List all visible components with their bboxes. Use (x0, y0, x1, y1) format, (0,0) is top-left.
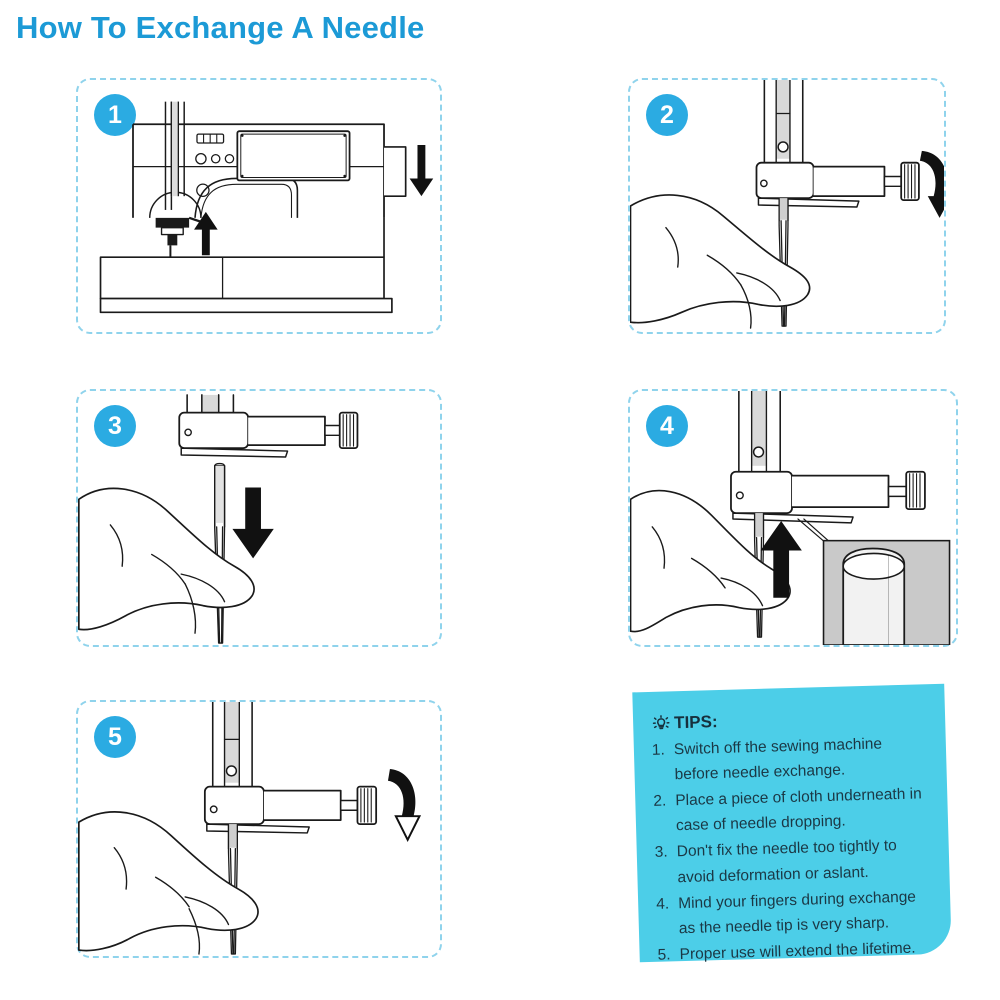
down-arrow-power (409, 144, 434, 197)
tighten-screw-illustration (78, 702, 422, 955)
tips-item-text: Don't fix the needle too tightly to avoi… (676, 837, 898, 886)
up-arrow-insert-needle (760, 520, 802, 598)
tips-sticky-note: TIPS: 1. Switch off the sewing machine b… (632, 683, 952, 964)
step-panel-2: 2 (628, 78, 946, 334)
lightbulb-icon (652, 715, 670, 730)
rotation-arrow-counterclockwise (919, 150, 944, 218)
step-panel-3: 3 (76, 389, 442, 647)
tips-item-text: Switch off the sewing machine before nee… (673, 735, 883, 784)
step-panel-5: 5 (76, 700, 442, 958)
step-badge-4: 4 (646, 405, 688, 447)
tips-item: 2. Place a piece of cloth underneath in … (653, 781, 932, 839)
step-badge-1: 1 (94, 94, 136, 136)
tips-item-text: Mind your fingers during exchange as the… (677, 888, 917, 937)
tips-item-number: 5. (657, 946, 671, 964)
tips-item-number: 1. (651, 741, 666, 759)
tips-item-number: 4. (655, 895, 670, 913)
tips-item-text: Proper use will extend the lifetime. (679, 939, 916, 964)
remove-needle-illustration (78, 394, 359, 644)
rotation-arrow-clockwise (387, 768, 422, 843)
insert-needle-illustration (630, 391, 951, 645)
step-panel-1: 1 (76, 78, 442, 334)
tips-list: 1. Switch off the sewing machine before … (652, 730, 936, 968)
tips-item-number: 3. (654, 843, 668, 862)
tips-item-number: 2. (653, 792, 667, 811)
sewing-machine-illustration (99, 101, 434, 314)
tips-item: 4. Mind your fingers during exchange as … (656, 884, 935, 942)
tips-heading-row: TIPS: (651, 706, 929, 734)
tips-item-text: Place a piece of cloth underneath in cas… (675, 785, 922, 835)
up-arrow-needle (194, 211, 218, 256)
page-title: How To Exchange A Needle (16, 10, 425, 45)
tips-heading: TIPS: (673, 712, 718, 733)
step-panel-4: 4 (628, 389, 958, 647)
needle-shank-detail-inset (822, 539, 951, 645)
step-badge-5: 5 (94, 716, 136, 758)
loosen-screw-illustration (630, 80, 944, 329)
down-arrow-remove-needle (232, 487, 274, 559)
tips-item: 1. Switch off the sewing machine before … (652, 730, 931, 788)
step-badge-3: 3 (94, 405, 136, 447)
step-badge-2: 2 (646, 94, 688, 136)
tips-item: 3. Don't fix the needle too tightly to a… (654, 833, 933, 891)
